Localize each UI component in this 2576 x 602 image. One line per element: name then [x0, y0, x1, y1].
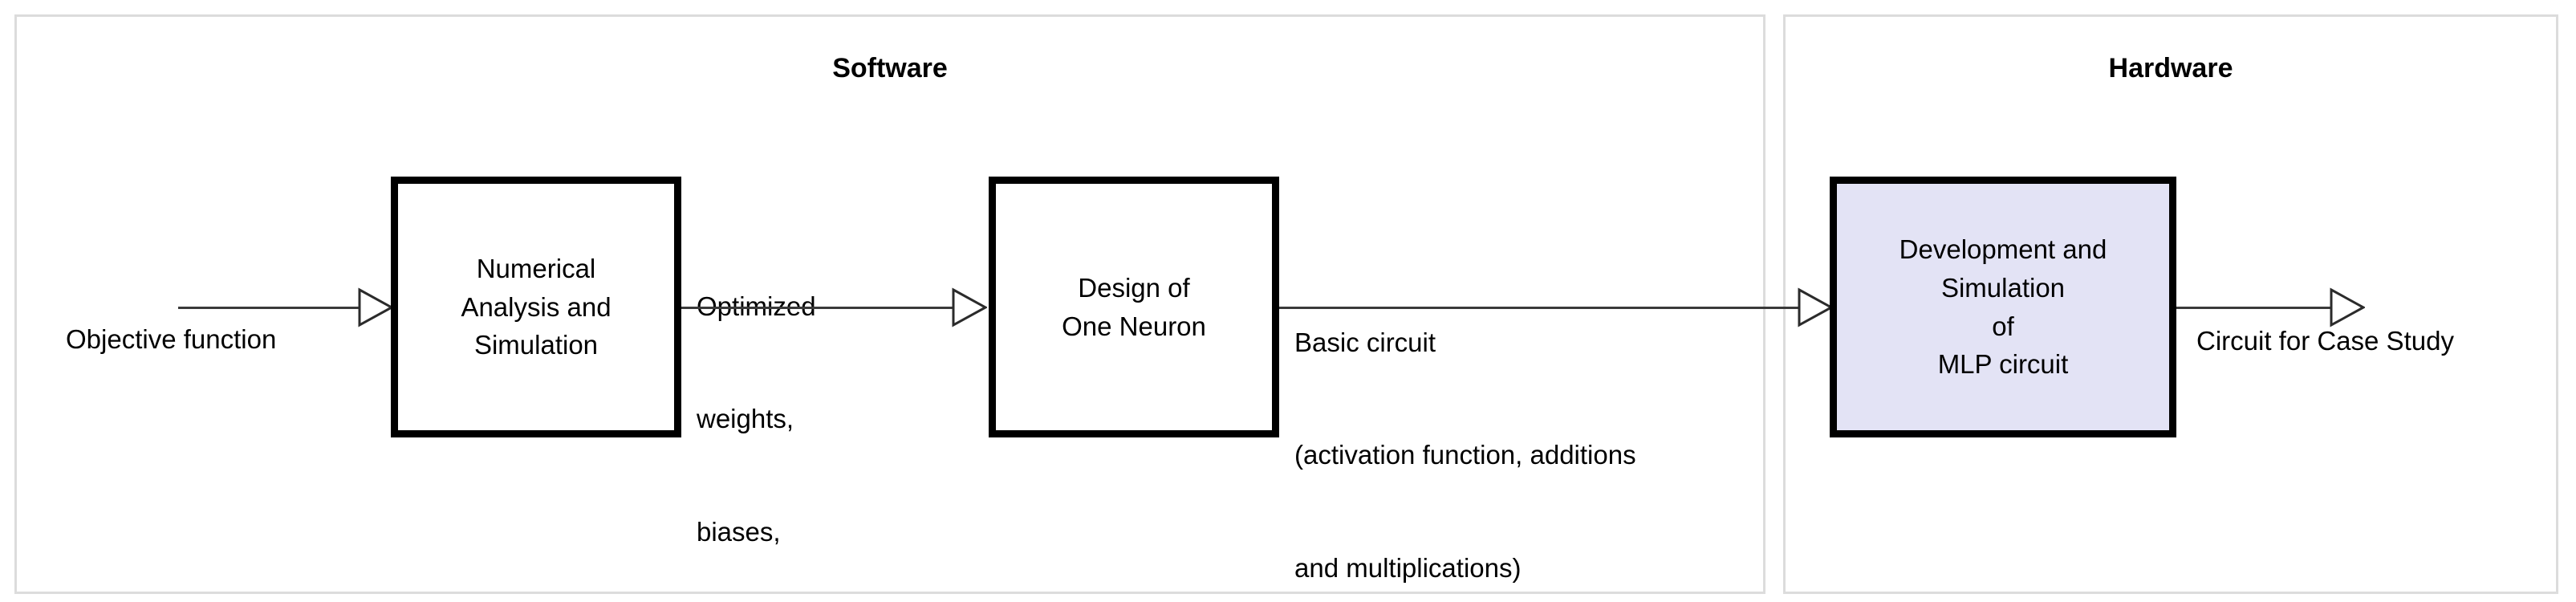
node-line: Development and: [1899, 234, 2107, 264]
edge-label-basic-circuit: Basic circuit (activation function, addi…: [1294, 249, 1636, 602]
node-line: MLP circuit: [1937, 349, 2069, 380]
node-line: of: [1992, 311, 2014, 341]
connector-circuit-case-study: [2176, 307, 2333, 309]
node-line: One Neuron: [1062, 311, 1206, 341]
panel-software: [14, 14, 1765, 594]
edge-label-line: Circuit for Case Study: [2196, 325, 2454, 356]
edge-label-line: weights,: [697, 404, 794, 434]
node-line: Simulation: [1940, 272, 2066, 303]
edge-label-line: Objective function: [66, 323, 277, 354]
node-line: Simulation: [473, 330, 599, 360]
connector-objective-function: [178, 307, 377, 309]
edge-label-optimized-weights: Optimized weights, biases, configuration: [697, 213, 848, 602]
node-numerical-analysis-label: Numerical Analysis and Simulation: [453, 250, 619, 365]
node-design-one-neuron[interactable]: Design of One Neuron: [989, 177, 1279, 437]
node-design-one-neuron-label: Design of One Neuron: [1054, 269, 1214, 346]
node-mlp-circuit-label: Development and Simulation of MLP circui…: [1891, 230, 2115, 384]
edge-label-line: Optimized: [697, 291, 816, 321]
connector-basic-circuit: [1279, 307, 1801, 309]
node-numerical-analysis[interactable]: Numerical Analysis and Simulation: [391, 177, 681, 437]
node-mlp-circuit[interactable]: Development and Simulation of MLP circui…: [1830, 177, 2176, 437]
edge-label-line: (activation function, additions: [1294, 440, 1636, 470]
connector-optimized-weights: [681, 307, 954, 309]
edge-label-line: biases,: [697, 516, 781, 547]
node-line: Analysis and: [461, 291, 611, 322]
panel-hardware-title: Hardware: [2108, 53, 2233, 83]
edge-label-line: Basic circuit: [1294, 327, 1436, 357]
edge-label-circuit-case-study: Circuit for Case Study: [2196, 247, 2454, 435]
edge-label-objective-function: Objective function: [66, 246, 276, 433]
panel-software-title: Software: [832, 53, 948, 83]
edge-label-line: and multiplications): [1294, 552, 1522, 583]
node-line: Design of: [1078, 272, 1190, 303]
node-line: Numerical: [476, 253, 596, 283]
